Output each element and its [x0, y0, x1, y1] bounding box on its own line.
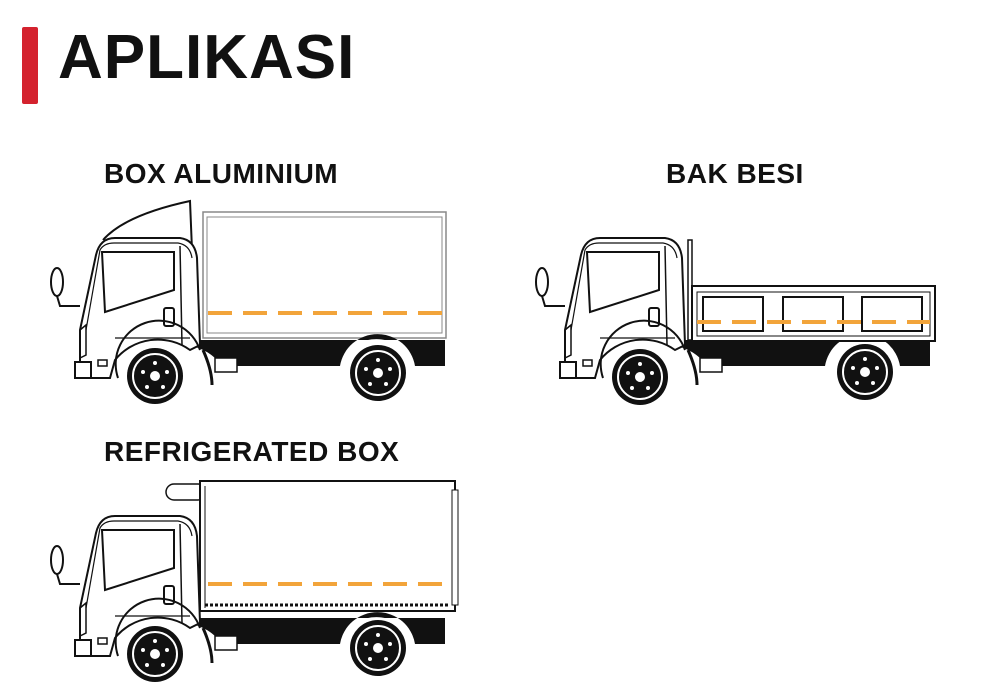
- label-refrigerated-box: REFRIGERATED BOX: [104, 436, 400, 467]
- truck-box-aluminium: [49, 199, 447, 405]
- title-accent-bar: [22, 27, 38, 104]
- label-bak-besi: BAK BESI: [666, 158, 804, 189]
- page-title: APLIKASI: [58, 23, 356, 92]
- label-box-aluminium: BOX ALUMINIUM: [104, 158, 339, 189]
- truck-bak-besi: [534, 236, 936, 406]
- truck-refrigerated-box: [49, 480, 459, 683]
